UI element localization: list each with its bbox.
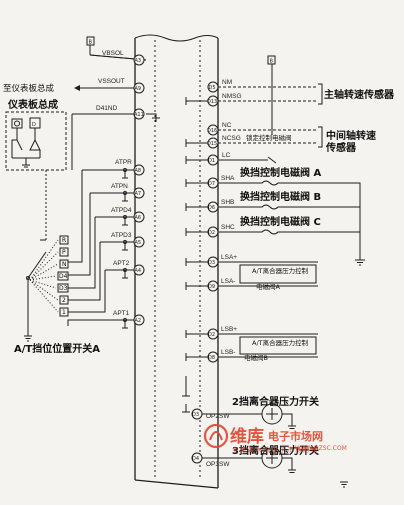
pin-nm: D5: [209, 85, 216, 91]
signal-atpr: ATPR: [115, 159, 132, 166]
signal-d41nd: D41ND: [96, 105, 118, 112]
label-shift-c: 换挡控制电磁阀 C: [240, 215, 321, 228]
label-clutch-a-1: A/T离合器压力控制: [252, 266, 309, 275]
pin-op3sw: D4: [192, 456, 199, 462]
box-mark-left: B: [89, 40, 93, 46]
dash-assembly-title: 仪表板总成: [7, 98, 58, 111]
pin-atpd3: A5: [135, 240, 142, 246]
watermark-sub: WWW.DZSC.COM: [295, 445, 347, 452]
signal-lsb-minus: LSB-: [221, 349, 235, 356]
label-countershaft-2: 传感器: [325, 141, 357, 154]
label-p3-switch: 3挡离合器压力开关: [232, 444, 319, 457]
pin-lsa-plus: D3: [208, 260, 215, 266]
pin-vbsol: A3: [135, 58, 142, 64]
signal-nc: NC: [222, 122, 232, 129]
switch-pos-d3: D3: [59, 285, 68, 292]
switch-pos-p: P: [62, 249, 66, 256]
atp-lines: A8 ATPR A7 ATPN A6 ATPD4 A5 ATPD3 A4 APT…: [67, 159, 145, 329]
signal-lsa-minus: LSA-: [221, 278, 235, 285]
switch-pos-r: R: [62, 237, 66, 244]
signal-nmsg: NMSG: [222, 93, 242, 100]
pin-shb: D6: [208, 205, 215, 211]
signal-op2sw: OP2SW: [206, 413, 230, 420]
pin-atpd4: A6: [135, 215, 142, 221]
svg-text:D: D: [32, 122, 36, 128]
signal-shc: SHC: [221, 224, 235, 231]
switch-pos-n: N: [62, 261, 67, 268]
pin-atpn: A7: [135, 191, 142, 197]
label-clutch-a-2: 电磁阀A: [256, 282, 281, 291]
label-mainshaft: 主轴转速传感器: [324, 88, 395, 101]
signal-atpn: ATPN: [111, 183, 128, 190]
dash-assembly: 仪表板总成 D: [5, 98, 67, 171]
label-to-dash: 至仪表板总成: [3, 83, 55, 94]
pin-lsb-minus: D8: [208, 355, 215, 361]
pin-nmsg: D13: [207, 99, 217, 105]
watermark-tagline: 全 球 最 大 的 电 子 市 场 网 络: [232, 446, 317, 454]
watermark: 维库 电子市场网 WWW.DZSC.COM 全 球 最 大 的 电 子 市 场 …: [203, 423, 347, 454]
signal-lsb-plus: LSB+: [221, 326, 237, 333]
signal-op3sw: OP3SW: [206, 461, 230, 468]
pin-op2sw: D3: [192, 412, 199, 418]
right-pins: D5 NM D13 NMSG 主轴转速传感器 D16 NC D15 NCSG 锁…: [182, 64, 395, 488]
range-switch: R P N D4 D3 2 1 A/T挡位位置开关A: [14, 170, 100, 355]
signal-lc: LC: [222, 152, 231, 159]
signal-vssout: VSSOUT: [98, 78, 125, 85]
label-shift-b: 换挡控制电磁阀 B: [240, 190, 321, 203]
watermark-logo: 维库: [230, 426, 264, 447]
label-p2-switch: 2挡离合器压力开关: [232, 395, 319, 408]
signal-shb: SHB: [221, 199, 234, 206]
pin-d41nd: A11: [134, 112, 144, 118]
switch-pos-1: 1: [62, 309, 66, 316]
pin-shc: D2: [208, 230, 215, 236]
label-shift-a: 换挡控制电磁阀 A: [240, 166, 321, 179]
signal-sha: SHA: [221, 175, 235, 182]
signal-atpd3: ATPD3: [111, 232, 132, 239]
pin-vssout: A9: [135, 86, 142, 92]
pin-lsa-minus: D9: [208, 284, 215, 290]
signal-apt1: APT1: [113, 310, 130, 317]
box-mark-right: B: [270, 59, 274, 65]
pin-apt1: A2: [135, 318, 142, 324]
watermark-name: 电子市场网: [268, 429, 323, 443]
signal-nm: NM: [222, 79, 232, 86]
pin-lsb-plus: D2: [208, 332, 215, 338]
label-countershaft-1: 中间轴转速: [326, 129, 376, 142]
signal-ncsg: NCSG: [222, 135, 241, 142]
label-clutch-b-2: 电磁阀B: [244, 353, 268, 362]
pin-lc: D1: [208, 158, 215, 164]
switch-pos-2: 2: [62, 297, 66, 304]
pin-ncsg: D15: [207, 141, 217, 147]
signal-apt2: APT2: [113, 260, 130, 267]
pin-nc: D16: [207, 128, 217, 134]
pin-atpr: A8: [135, 168, 142, 174]
pin-apt2: A4: [135, 268, 142, 274]
signal-atpd4: ATPD4: [111, 207, 132, 214]
signal-vbsol: VBSOL: [102, 50, 124, 57]
label-lockup: 锁定控制电磁阀: [246, 133, 292, 142]
pin-sha: D7: [208, 181, 215, 187]
signal-lsa-plus: LSA+: [221, 254, 237, 261]
switch-pos-d4: D4: [59, 273, 68, 280]
label-clutch-b-1: A/T离合器压力控制: [252, 338, 309, 347]
range-switch-label: A/T挡位位置开关A: [14, 342, 100, 355]
